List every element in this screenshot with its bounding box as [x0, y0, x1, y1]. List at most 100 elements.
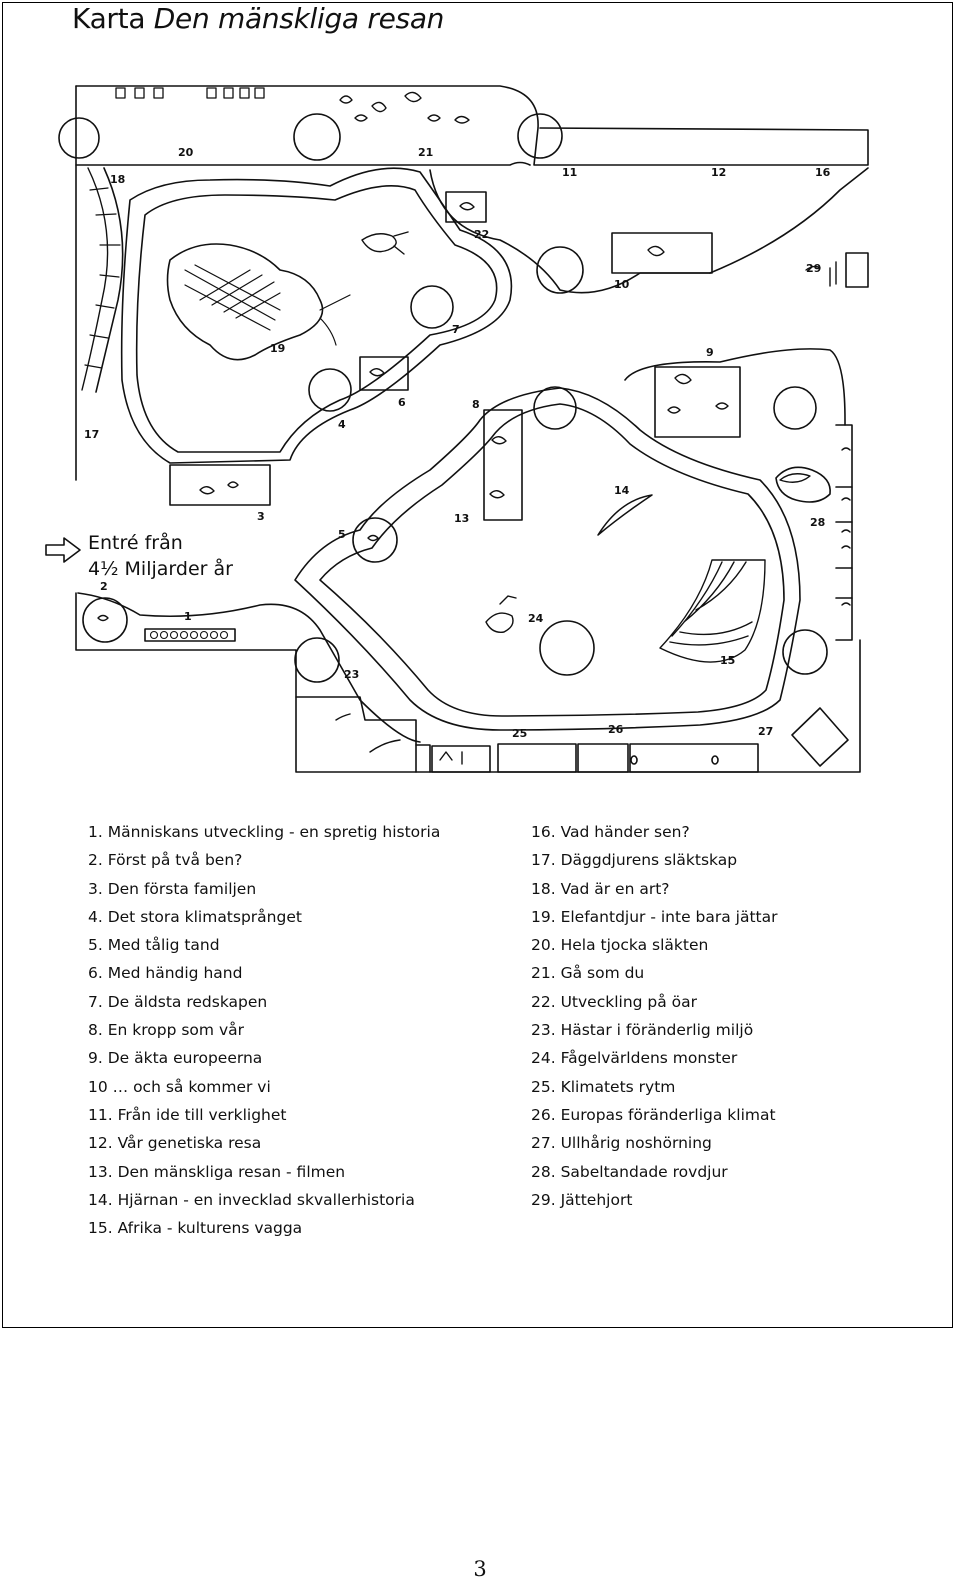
- exhibit-box-8: [483, 409, 523, 521]
- zone-28-blob: [775, 466, 831, 503]
- wall-curve-12-16: [709, 167, 869, 274]
- map-number-label: 19: [270, 342, 285, 355]
- exhibit-box-1: [144, 628, 236, 642]
- exhibit-box-22: [445, 191, 487, 223]
- pillar: [517, 113, 563, 159]
- entry-label-line-2: 4½ Miljarder år: [88, 558, 233, 580]
- legend-item: 15. Afrika - kulturens vagga: [88, 1219, 303, 1238]
- exhibit-box-3: [169, 464, 271, 506]
- exhibit-23-cell: [295, 696, 417, 773]
- brain-crescent: [597, 494, 653, 536]
- exhibit-box-25: [497, 743, 577, 773]
- map-number-label: 24: [528, 612, 544, 625]
- exhibit-box-10: [611, 232, 713, 274]
- legend-item: 4. Det stora klimatsprånget: [88, 907, 302, 926]
- zone-mammals-outer: [120, 167, 513, 464]
- legend-item: 19. Elefantdjur - inte bara jättar: [531, 907, 778, 926]
- map-number-label: 21: [418, 146, 433, 159]
- legend-item: 25. Klimatets rytm: [531, 1077, 676, 1096]
- elephant-enclosure: [166, 243, 324, 361]
- map-number-label: 6: [398, 396, 406, 409]
- map-title-italic: Den mänskliga resan: [153, 2, 445, 35]
- entry-label-line-1: Entré från: [88, 532, 183, 554]
- map-number-label: 4: [338, 418, 346, 431]
- map-number-label: 11: [562, 166, 577, 179]
- legend-item: 10 … och så kommer vi: [88, 1077, 271, 1096]
- map-number-label: 29: [806, 262, 821, 275]
- exhibit-28-wall: [835, 424, 853, 641]
- legend-item: 16. Vad händer sen?: [531, 823, 690, 841]
- map-number-label: 8: [472, 398, 480, 411]
- lower-left-wall: [75, 592, 861, 773]
- mammoth-skeleton-icon: [184, 264, 351, 346]
- pillar: [352, 517, 398, 563]
- legend-item: 24. Fågelvärldens monster: [531, 1049, 738, 1068]
- legend-item: 29. Jättehjort: [531, 1190, 633, 1209]
- map-title: Karta Den mänskliga resan: [72, 2, 444, 35]
- map-number-label: 25: [512, 727, 527, 740]
- exhibit-box-6: [359, 356, 409, 391]
- legend-item: 18. Vad är en art?: [531, 879, 670, 898]
- pillar: [293, 113, 341, 161]
- pillar: [410, 285, 454, 329]
- legend-item: 26. Europas föränderliga klimat: [531, 1105, 776, 1124]
- legend-item: 3. Den första familjen: [88, 879, 257, 898]
- zone-9-wall: [624, 348, 846, 426]
- legend-item: 2. Först på två ben?: [88, 851, 243, 870]
- exhibit-18-wall: [81, 167, 109, 391]
- map-number-label: 20: [178, 146, 194, 159]
- pillar: [536, 246, 584, 294]
- zone-mammals-inner: [135, 185, 498, 453]
- legend-item: 21. Gå som du: [531, 964, 645, 983]
- entry-arrow-icon: [45, 537, 81, 563]
- map-number-label: 28: [810, 516, 825, 529]
- map-number-label: 17: [84, 428, 99, 441]
- legend-item: 14. Hjärnan - en invecklad skvallerhisto…: [88, 1190, 415, 1209]
- pillar: [82, 597, 128, 643]
- legend-item: 17. Däggdjurens släktskap: [531, 851, 738, 870]
- map-number-label: 14: [614, 484, 630, 497]
- exhibit-box-27: [791, 707, 849, 767]
- legend-item: 28. Sabeltandade rovdjur: [531, 1162, 728, 1181]
- exhibit-box-9: [654, 366, 741, 438]
- map-number-label: 5: [338, 528, 346, 541]
- pillar: [308, 368, 352, 412]
- map-number-label: 1: [184, 610, 192, 623]
- legend-item: 11. Från ide till verklighet: [88, 1105, 287, 1124]
- legend-item: 1. Människans utveckling - en spretig hi…: [88, 823, 441, 841]
- map-number-label: 2: [100, 580, 108, 593]
- pillar: [58, 117, 100, 159]
- pillar: [773, 386, 817, 430]
- legend-item: 5. Med tålig tand: [88, 936, 220, 955]
- exhibit-box-29: [845, 252, 869, 288]
- map-number-label: 7: [452, 323, 460, 336]
- map-number-label: 12: [711, 166, 726, 179]
- map-number-label: 18: [110, 173, 125, 186]
- wall-curve-11: [429, 169, 711, 294]
- entry-label: Entré från 4½ Miljarder år: [88, 530, 233, 582]
- map-number-label: 13: [454, 512, 469, 525]
- page-frame: [2, 2, 953, 1328]
- legend-item: 7. De äldsta redskapen: [88, 992, 268, 1011]
- map-number-label: 10: [614, 278, 630, 291]
- map-number-label: 22: [474, 228, 489, 241]
- legend-item: 20. Hela tjocka släkten: [531, 936, 709, 955]
- map-number-label: 16: [815, 166, 831, 179]
- map-number-label: 15: [720, 654, 735, 667]
- map-number-label: 3: [257, 510, 265, 523]
- legend-item: 13. Den mänskliga resan - filmen: [88, 1162, 346, 1181]
- zone-central-outer: [294, 387, 801, 731]
- legend-item: 23. Hästar i föränderlig miljö: [531, 1021, 754, 1040]
- top-boxes: [115, 87, 265, 99]
- page-number: 3: [473, 1557, 487, 1581]
- map-number-label: 27: [758, 725, 773, 738]
- pillar: [782, 629, 828, 675]
- legend-item: 8. En kropp som vår: [88, 1021, 244, 1040]
- zone-central-inner: [319, 403, 785, 717]
- legend-right-column: 16. Vad händer sen? 17. Däggdjurens släkt…: [531, 818, 778, 1214]
- exhibit-box-26a: [577, 743, 629, 773]
- map-number-label: 23: [344, 668, 359, 681]
- exhibit-box-25a: [431, 745, 491, 773]
- legend-item: 22. Utveckling på öar: [531, 992, 698, 1011]
